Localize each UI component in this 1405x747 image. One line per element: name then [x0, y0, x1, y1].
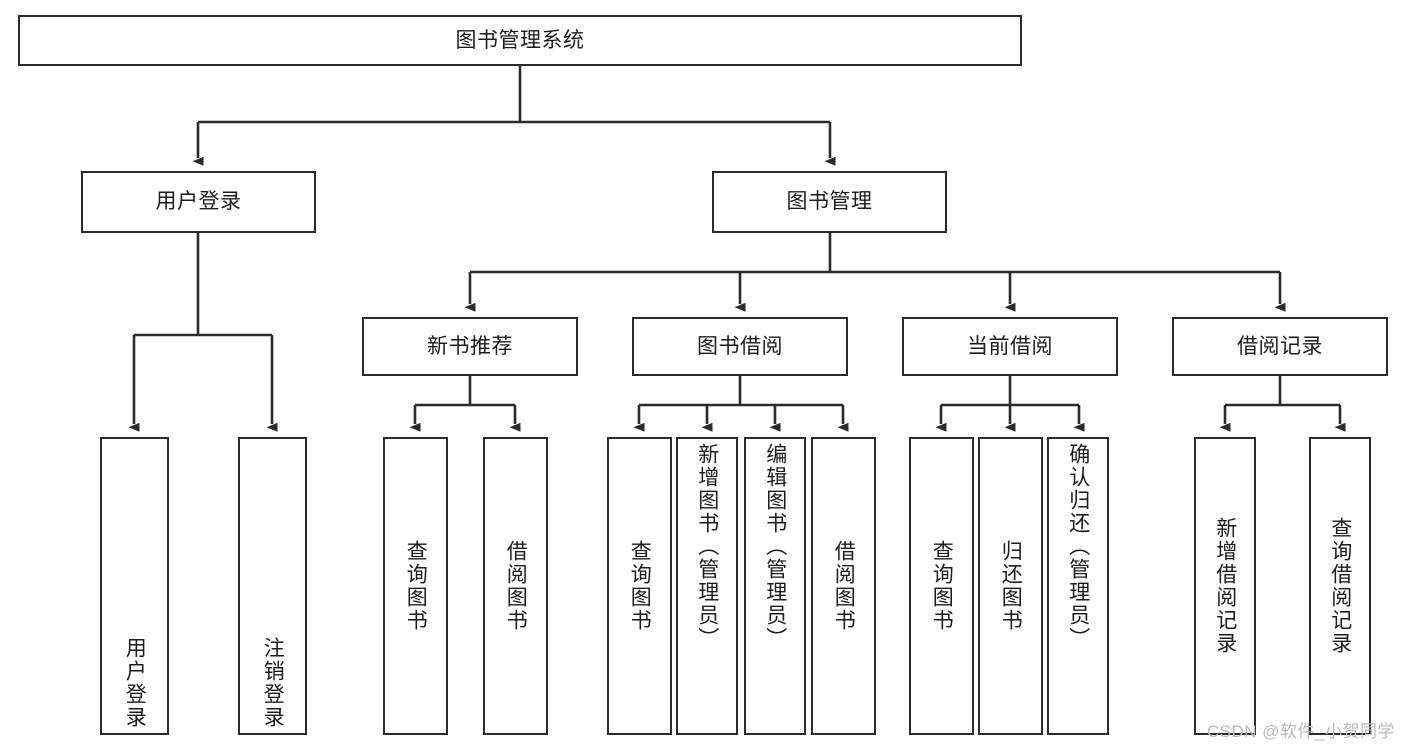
leaf-current-confirm-return-label: 确认归还（管理员）: [1066, 443, 1090, 650]
leaf-borrow-borrow-book[interactable]: 借阅图书: [811, 437, 876, 735]
node-book-borrow-label: 图书借阅: [697, 334, 783, 358]
leaf-borrow-borrow-book-label: 借阅图书: [832, 540, 856, 632]
node-root-label: 图书管理系统: [455, 28, 585, 52]
node-user-login-label: 用户登录: [155, 190, 242, 214]
leaf-borrow-query-book-label: 查询图书: [628, 540, 652, 632]
leaf-current-query-book-label: 查询图书: [930, 540, 954, 632]
leaf-borrow-edit-book[interactable]: 编辑图书（管理员）: [744, 437, 806, 735]
node-book-borrow[interactable]: 图书借阅: [632, 317, 848, 376]
node-borrow-records-label: 借阅记录: [1237, 334, 1323, 358]
csdn-watermark: CSDN @软件_小贺同学: [1206, 722, 1395, 741]
leaf-user-login-signout-label: 注销登录: [261, 637, 285, 729]
leaf-user-login-signin-label: 用户登录: [123, 637, 147, 729]
node-new-book-recommend[interactable]: 新书推荐: [362, 317, 578, 376]
leaf-records-add-record[interactable]: 新增借阅记录: [1194, 437, 1256, 735]
node-current-borrow[interactable]: 当前借阅: [902, 317, 1118, 376]
node-book-management[interactable]: 图书管理: [712, 171, 947, 233]
leaf-user-login-signin[interactable]: 用户登录: [100, 437, 169, 735]
leaf-user-login-signout[interactable]: 注销登录: [238, 437, 307, 735]
leaf-borrow-add-book-label: 新增图书（管理员）: [695, 443, 719, 650]
leaf-borrow-edit-book-label: 编辑图书（管理员）: [763, 443, 787, 650]
leaf-current-confirm-return[interactable]: 确认归还（管理员）: [1047, 437, 1109, 735]
node-current-borrow-label: 当前借阅: [967, 334, 1053, 358]
leaf-borrow-add-book[interactable]: 新增图书（管理员）: [676, 437, 738, 735]
node-root[interactable]: 图书管理系统: [18, 15, 1022, 66]
leaf-newbook-query-book-label: 查询图书: [404, 540, 428, 632]
leaf-borrow-query-book[interactable]: 查询图书: [607, 437, 672, 735]
node-new-book-recommend-label: 新书推荐: [427, 334, 513, 358]
leaf-current-return-book[interactable]: 归还图书: [978, 437, 1043, 735]
node-borrow-records[interactable]: 借阅记录: [1172, 317, 1388, 376]
leaf-current-query-book[interactable]: 查询图书: [909, 437, 974, 735]
leaf-records-query-record-label: 查询借阅记录: [1328, 517, 1352, 655]
leaf-records-add-record-label: 新增借阅记录: [1213, 517, 1237, 655]
leaf-newbook-query-book[interactable]: 查询图书: [383, 437, 448, 735]
leaf-current-return-book-label: 归还图书: [999, 540, 1023, 632]
leaf-records-query-record[interactable]: 查询借阅记录: [1309, 437, 1371, 735]
leaf-newbook-borrow-book-label: 借阅图书: [504, 540, 528, 632]
leaf-newbook-borrow-book[interactable]: 借阅图书: [483, 437, 548, 735]
node-user-login[interactable]: 用户登录: [81, 171, 316, 233]
node-book-management-label: 图书管理: [786, 190, 873, 214]
